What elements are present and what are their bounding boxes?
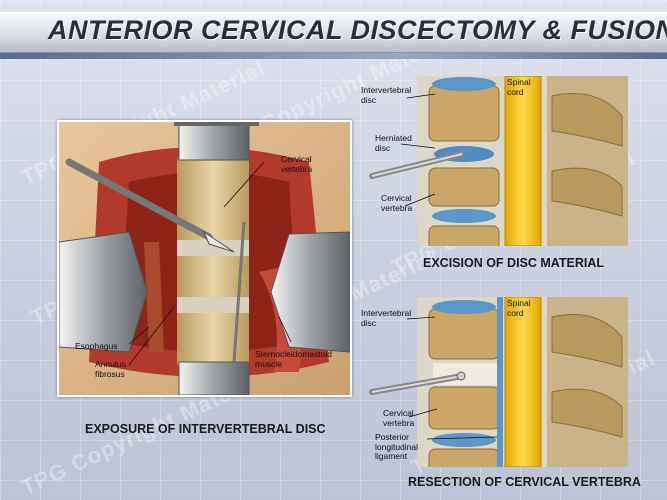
caption-excision: EXCISION OF DISC MATERIAL (423, 256, 605, 270)
title-accent-stripe (0, 53, 667, 59)
title-bar: ANTERIOR CERVICAL DISCECTOMY & FUSION (0, 12, 667, 59)
caption-resection: RESECTION OF CERVICAL VERTEBRA (408, 475, 641, 489)
excision-drawing (369, 76, 628, 246)
resection-drawing (369, 297, 628, 467)
exposure-drawing (59, 122, 350, 395)
label-esophagus: Esophagus (75, 341, 118, 351)
caption-exposure: EXPOSURE OF INTERVERTEBRAL DISC (85, 422, 326, 436)
page-title: ANTERIOR CERVICAL DISCECTOMY & FUSION (48, 15, 667, 45)
